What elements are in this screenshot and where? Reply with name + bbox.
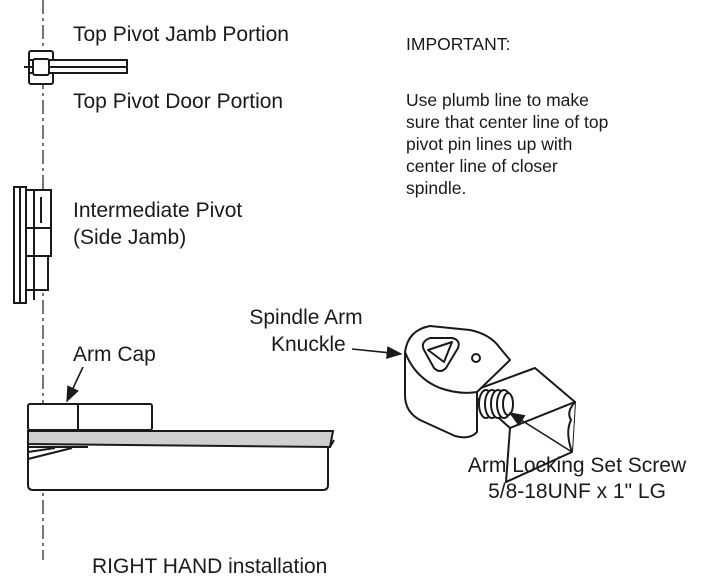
- closer-body-drawing: [27, 403, 335, 491]
- arm-cap-arrow: [66, 366, 84, 403]
- top-pivot-drawing: [24, 50, 128, 85]
- set-screw-drawing: [478, 389, 514, 419]
- label-side-jamb: (Side Jamb): [73, 226, 187, 249]
- label-top-pivot-door: Top Pivot Door Portion: [73, 90, 284, 113]
- label-intermediate-pivot: Intermediate Pivot: [73, 199, 243, 222]
- note-line: sure that center line of top: [406, 112, 609, 132]
- knuckle-arrow: [351, 346, 403, 359]
- label-arm-cap: Arm Cap: [73, 343, 156, 366]
- label-installation: RIGHT HAND installation: [92, 555, 328, 578]
- important-note: Use plumb line to make sure that center …: [406, 89, 706, 199]
- label-set-screw-spec: 5/8-18UNF x 1" LG: [488, 480, 666, 503]
- label-top-pivot-jamb: Top Pivot Jamb Portion: [73, 23, 289, 46]
- intermediate-pivot-drawing: [13, 186, 52, 304]
- note-line: Use plumb line to make: [406, 90, 589, 110]
- label-knuckle: Knuckle: [271, 333, 346, 356]
- label-spindle-arm: Spindle Arm: [249, 306, 363, 329]
- label-set-screw: Arm Locking Set Screw: [467, 454, 687, 477]
- note-line: spindle.: [406, 178, 467, 198]
- note-line: pivot pin lines up with: [406, 134, 573, 154]
- spindle-arm-knuckle-drawing: [404, 325, 576, 483]
- note-line: center line of closer: [406, 156, 558, 176]
- important-heading: IMPORTANT:: [406, 34, 511, 54]
- set-screw-arrow: [508, 412, 573, 453]
